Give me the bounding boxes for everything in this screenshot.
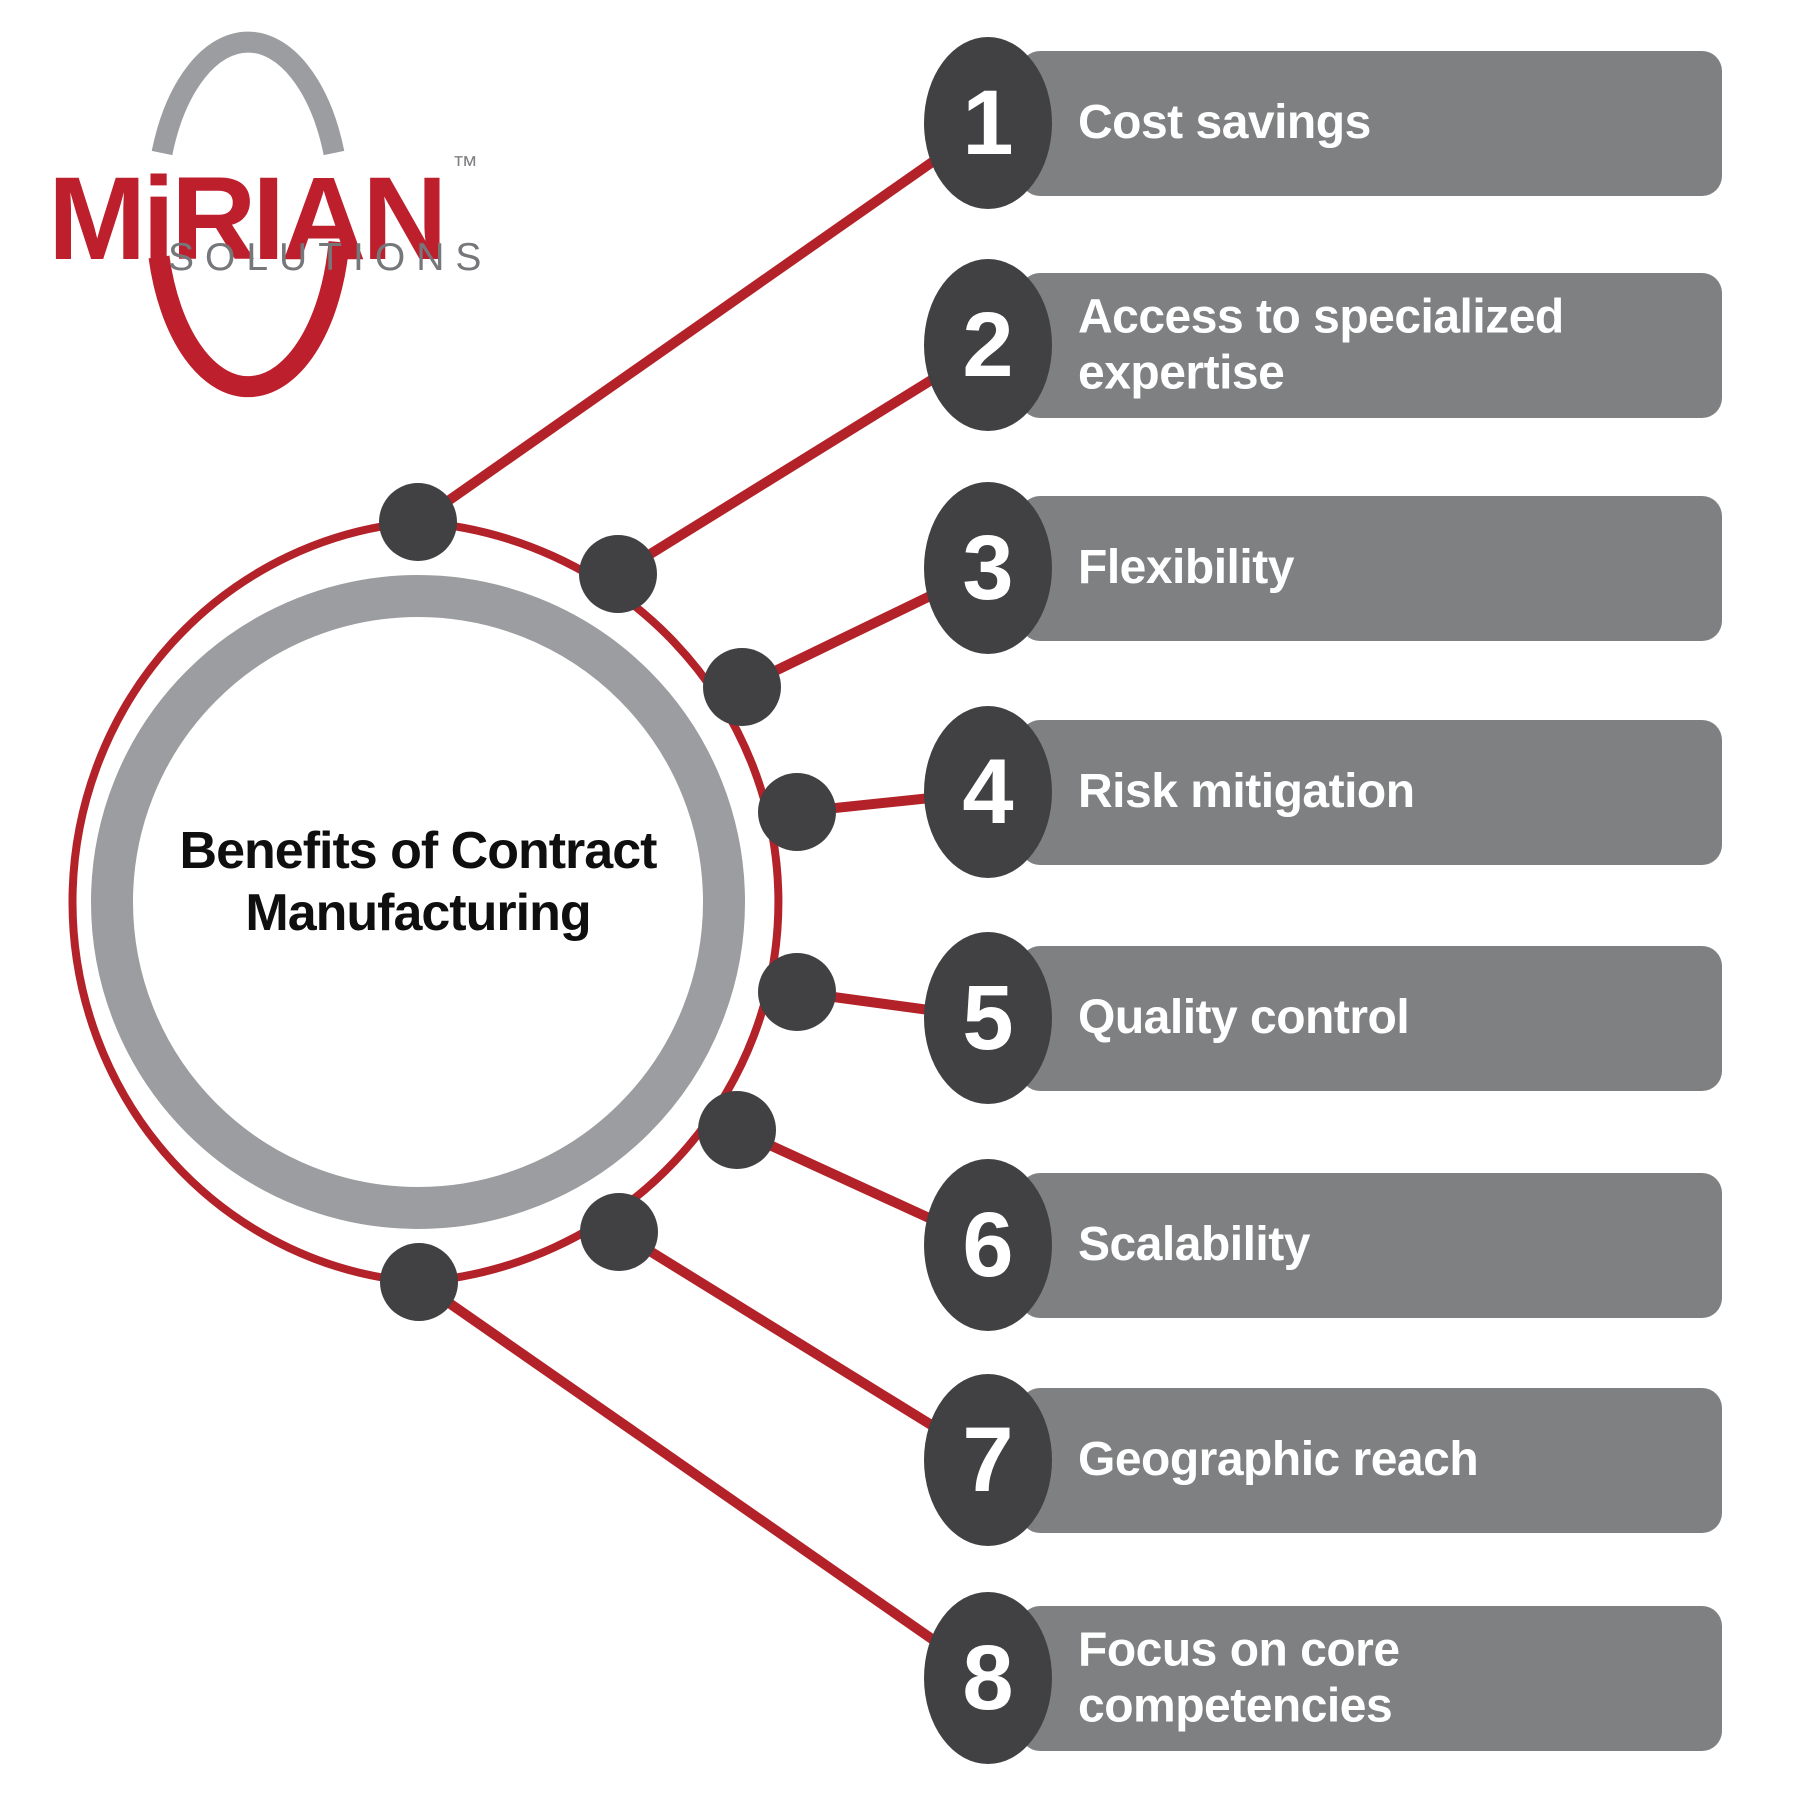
benefit-bar (1020, 496, 1722, 641)
benefit-label: Quality control (1078, 991, 1410, 1045)
benefit-label: Focus on core competencies (1078, 1623, 1400, 1732)
connector-line-2 (615, 340, 991, 579)
benefit-number-circle: 1 (924, 37, 1052, 209)
center-ring (91, 575, 745, 1229)
node-dot-3 (703, 648, 781, 726)
benefit-bar (1020, 273, 1722, 418)
benefit-label: Risk mitigation (1078, 765, 1415, 819)
benefit-bar (1020, 1606, 1722, 1751)
benefit-label: Geographic reach (1078, 1433, 1479, 1487)
benefit-number-circle: 5 (924, 932, 1052, 1104)
benefit-bar (1020, 1388, 1722, 1533)
logo-subtitle: SOLUTIONS (168, 236, 493, 279)
benefit-label: Scalability (1078, 1218, 1310, 1272)
benefit-label: Access to specialized expertise (1078, 290, 1564, 399)
benefit-number-circle: 2 (924, 259, 1052, 431)
node-dot-5 (758, 953, 836, 1031)
benefit-number-circle: 4 (924, 706, 1052, 878)
benefit-number-circle: 8 (924, 1592, 1052, 1764)
benefit-number: 1 (962, 72, 1014, 174)
node-dot-2 (579, 535, 657, 613)
benefit-number: 3 (962, 517, 1014, 619)
benefit-bar (1020, 720, 1722, 865)
benefit-number: 4 (962, 741, 1014, 843)
benefit-number-circle: 3 (924, 482, 1052, 654)
logo-swoosh-bottom-arc (148, 241, 350, 398)
center-title: Benefits of Contract Manufacturing (179, 822, 658, 943)
benefit-label: Flexibility (1078, 541, 1294, 595)
benefit-number: 2 (962, 294, 1014, 396)
benefit-bar (1020, 51, 1722, 196)
connector-line-1 (415, 118, 991, 527)
node-dot-1 (379, 483, 457, 561)
benefit-number: 6 (962, 1194, 1014, 1296)
benefit-number-circle: 7 (924, 1374, 1052, 1546)
logo-swoosh-top-arc (151, 31, 345, 156)
node-dot-8 (380, 1243, 458, 1321)
benefit-number-circle: 6 (924, 1159, 1052, 1331)
benefit-number: 8 (962, 1627, 1014, 1729)
node-dot-7 (580, 1193, 658, 1271)
node-dot-4 (758, 773, 836, 851)
trademark-symbol: ™ (452, 150, 478, 180)
benefit-bar (1020, 946, 1722, 1091)
connector-line-8 (416, 1277, 991, 1683)
benefit-number: 5 (962, 967, 1014, 1069)
benefit-bar (1020, 1173, 1722, 1318)
node-dot-6 (698, 1091, 776, 1169)
connector-line-7 (616, 1227, 991, 1465)
logo-wordmark: MiRIAN (48, 153, 448, 285)
benefit-number: 7 (962, 1409, 1014, 1511)
benefit-label: Cost savings (1078, 96, 1371, 150)
